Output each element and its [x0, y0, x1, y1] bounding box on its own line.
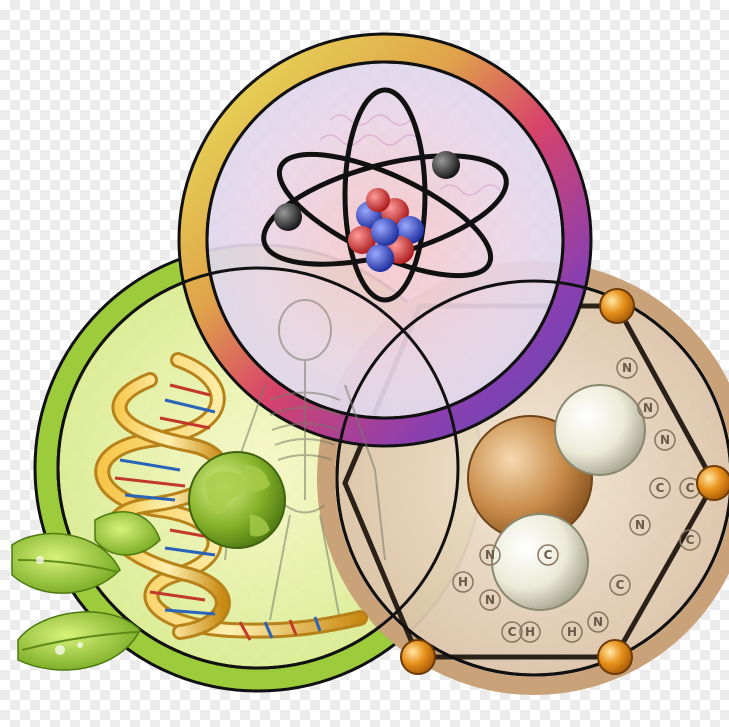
molecule-atom-label: N	[593, 615, 603, 629]
electron	[274, 203, 302, 231]
molecule-atom-label: N	[660, 433, 670, 447]
molecule-atom-label: C	[508, 625, 517, 639]
molecule-atom-label: C	[686, 533, 695, 547]
molecule-atom-label: H	[525, 625, 535, 639]
earth-globe	[189, 452, 285, 548]
molecule-atom-label: C	[544, 548, 553, 562]
molecule-atom-label: N	[635, 518, 645, 532]
molecule-atom-label: N	[485, 548, 495, 562]
molecule-atom-label: H	[458, 575, 468, 589]
molecule-atom-label: C	[656, 481, 665, 495]
electron	[432, 151, 460, 179]
molecule-atom-label: N	[485, 593, 495, 607]
molecule-atom-label: C	[686, 481, 695, 495]
molecule-atom-label: C	[616, 578, 625, 592]
molecule-atom-label: H	[567, 625, 577, 639]
molecule-atom-label: N	[643, 401, 653, 415]
molecule-atom-label: N	[622, 361, 632, 375]
